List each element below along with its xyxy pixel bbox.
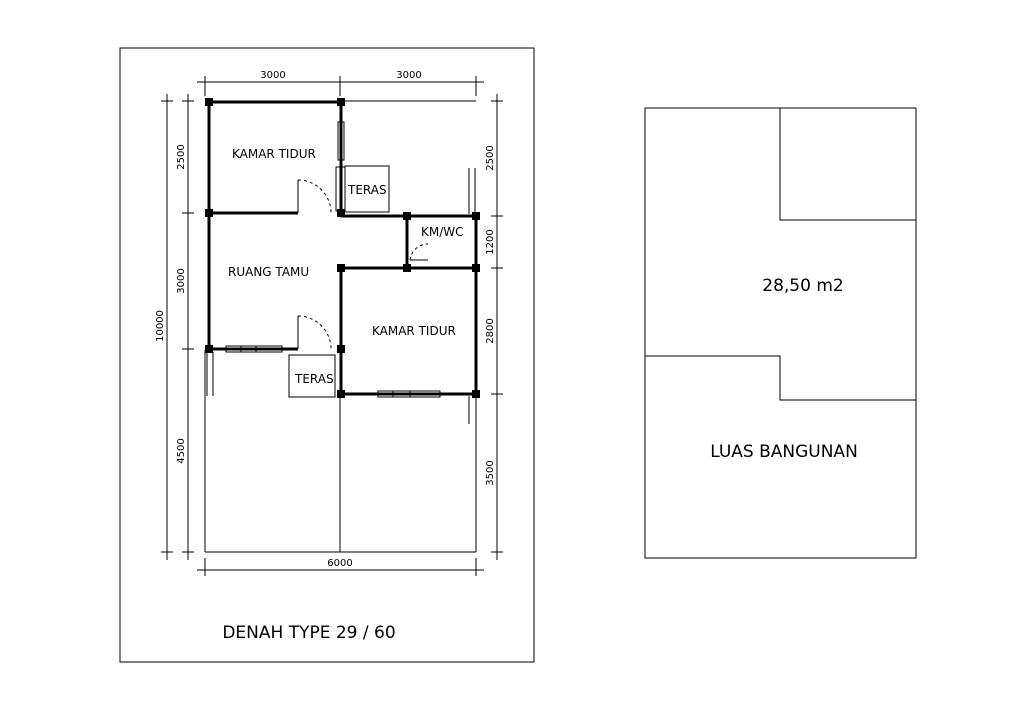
column <box>337 345 345 353</box>
dim-right-3: 2800 <box>485 318 496 343</box>
dim-left-total: 10000 <box>155 310 166 342</box>
terrace-top-box <box>344 165 390 213</box>
room-label-bathroom: KM/WC <box>421 225 464 239</box>
sheet-frame <box>119 47 535 663</box>
column <box>205 98 213 106</box>
room-label-terrace-top: TERAS <box>347 183 387 197</box>
dim-bottom: 6000 <box>327 558 352 569</box>
window-bedroom1 <box>337 121 345 161</box>
dim-right-4: 3500 <box>485 460 496 485</box>
column <box>337 209 345 217</box>
door-bedroom1 <box>297 179 332 214</box>
column <box>472 212 480 220</box>
area-outline <box>644 107 917 559</box>
dimensions: 3000 3000 6000 10000 2500 3000 4500 2500… <box>155 70 503 576</box>
door-bathroom <box>409 243 429 261</box>
dim-right-1: 2500 <box>485 145 496 170</box>
dim-left-1: 2500 <box>176 144 187 169</box>
dim-left-3: 4500 <box>176 438 187 463</box>
terrace-bottom-box <box>288 354 336 398</box>
column <box>472 264 480 272</box>
area-value: 28,50 m2 <box>762 276 843 296</box>
dim-left-2: 3000 <box>176 268 187 293</box>
column <box>403 212 411 220</box>
column <box>205 345 213 353</box>
window-living <box>225 345 283 353</box>
plan-title: DENAH TYPE 29 / 60 <box>222 623 395 643</box>
dim-top-left: 3000 <box>260 70 285 81</box>
dim-right-2: 1200 <box>485 229 496 254</box>
room-label-bedroom-top: KAMAR TIDUR <box>232 147 316 161</box>
column <box>337 390 345 398</box>
area-label: LUAS BANGUNAN <box>710 442 858 462</box>
column <box>337 98 345 106</box>
column <box>403 264 411 272</box>
room-label-bedroom-bottom: KAMAR TIDUR <box>372 324 456 338</box>
window-bedroom2 <box>377 390 441 398</box>
column <box>205 209 213 217</box>
dim-top-right: 3000 <box>396 70 421 81</box>
column <box>472 390 480 398</box>
area-diagram: 28,50 m2 LUAS BANGUNAN <box>644 107 917 559</box>
room-label-living: RUANG TAMU <box>228 265 309 279</box>
floor-plan: KAMAR TIDUR TERAS KM/WC RUANG TAMU KAMAR… <box>204 98 480 553</box>
room-label-terrace-bottom: TERAS <box>294 372 334 386</box>
column <box>337 264 345 272</box>
door-living <box>297 315 332 350</box>
area-divider <box>645 355 916 401</box>
